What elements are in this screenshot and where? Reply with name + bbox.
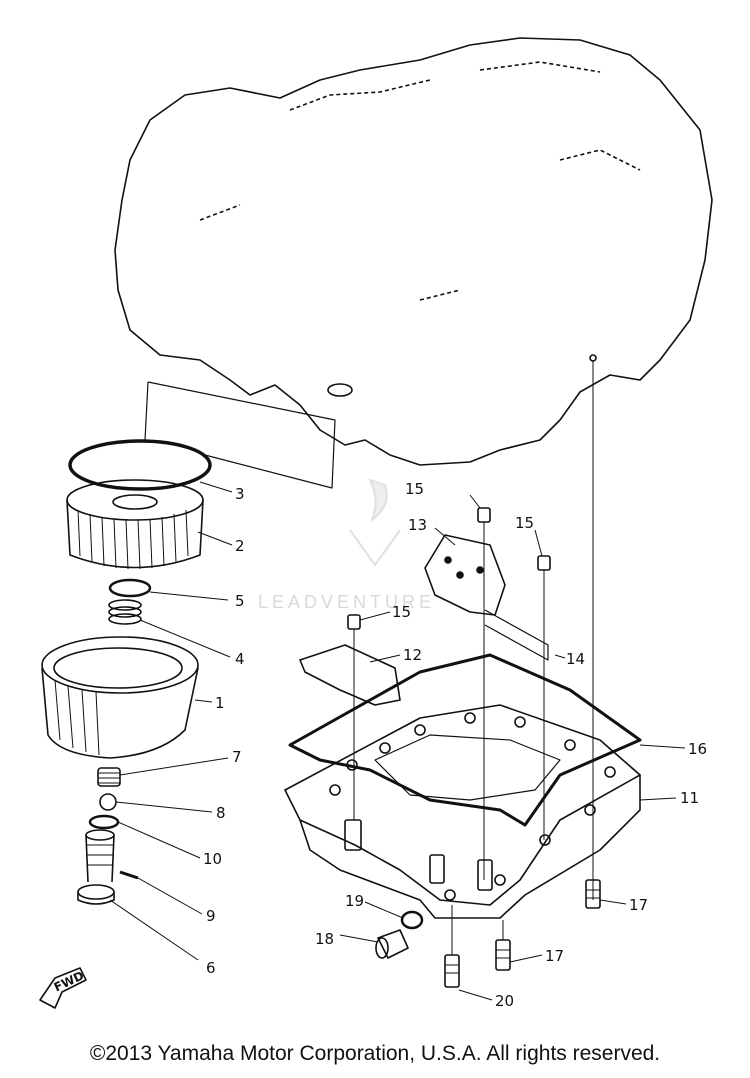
baffle-bracket bbox=[299, 644, 401, 706]
callout-6: 6 bbox=[206, 959, 216, 977]
drain-washer bbox=[400, 910, 424, 930]
watermark-text: LEADVENTURE bbox=[258, 592, 435, 612]
pan-locator bbox=[327, 383, 353, 397]
dowel-top bbox=[589, 354, 597, 362]
filter-mount-leader bbox=[144, 381, 336, 489]
bolt-15a bbox=[477, 507, 491, 880]
oil-pan bbox=[284, 704, 641, 919]
cover-plate bbox=[424, 534, 506, 616]
callout-10: 10 bbox=[203, 850, 222, 868]
callout-17-b: 17 bbox=[545, 947, 564, 965]
relief-ball bbox=[99, 793, 117, 811]
gasket-strip bbox=[484, 609, 549, 661]
relief-spring bbox=[97, 767, 121, 787]
callout-12: 12 bbox=[403, 646, 422, 664]
bolt-15b bbox=[537, 555, 551, 840]
drain-plug bbox=[375, 929, 409, 959]
bolt-17a bbox=[585, 879, 601, 909]
callout-17-a: 17 bbox=[629, 896, 648, 914]
oil-filter-element bbox=[66, 479, 204, 570]
callout-15-c: 15 bbox=[392, 603, 411, 621]
o-ring bbox=[68, 439, 212, 491]
callout-7: 7 bbox=[232, 748, 242, 766]
copyright-notice: ©2013 Yamaha Motor Corporation, U.S.A. A… bbox=[89, 1042, 661, 1065]
fwd-arrow-icon: FWD bbox=[39, 967, 87, 1009]
filter-housing bbox=[41, 636, 199, 759]
callout-9: 9 bbox=[206, 907, 216, 925]
bolt-20 bbox=[444, 905, 460, 988]
engine-inner-detail bbox=[199, 61, 641, 301]
filter-bolt bbox=[77, 829, 115, 905]
callout-1: 1 bbox=[215, 694, 225, 712]
callout-18: 18 bbox=[315, 930, 334, 948]
engine-outline bbox=[114, 37, 713, 466]
callout-11: 11 bbox=[680, 789, 699, 807]
callout-2: 2 bbox=[235, 537, 245, 555]
washer bbox=[108, 578, 152, 598]
bolt-17b bbox=[495, 920, 511, 971]
leader-lines bbox=[109, 481, 686, 1001]
callout-19: 19 bbox=[345, 892, 364, 910]
callout-15-b: 15 bbox=[515, 514, 534, 532]
callout-5: 5 bbox=[235, 592, 245, 610]
callout-20: 20 bbox=[495, 992, 514, 1010]
oil-pan-gasket bbox=[288, 653, 642, 827]
callout-13: 13 bbox=[408, 516, 427, 534]
pin bbox=[119, 870, 139, 880]
callout-14: 14 bbox=[566, 650, 585, 668]
watermark: LEADVENTURE bbox=[258, 479, 435, 612]
bolt-15c bbox=[347, 614, 361, 820]
callout-3: 3 bbox=[235, 485, 245, 503]
callout-15-a: 15 bbox=[405, 480, 424, 498]
filter-spring bbox=[108, 599, 142, 625]
bolt-o-ring bbox=[88, 814, 120, 830]
callout-8: 8 bbox=[216, 804, 226, 822]
callout-4: 4 bbox=[235, 650, 245, 668]
callout-16: 16 bbox=[688, 740, 707, 758]
